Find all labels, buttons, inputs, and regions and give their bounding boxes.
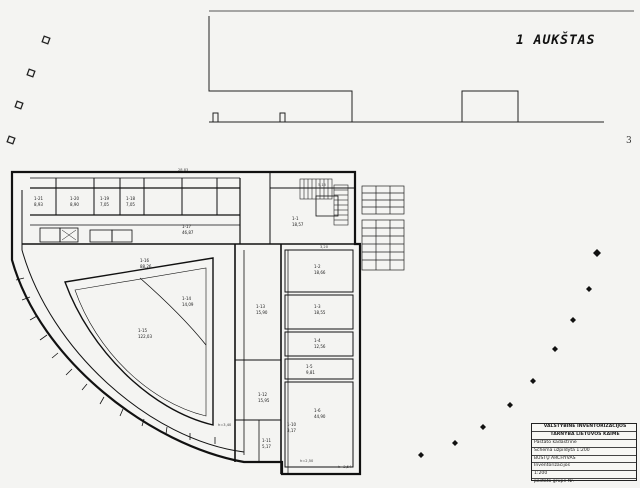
stamp-line-8: pastato grupė Nr.: [534, 479, 575, 485]
svg-text:1-5: 1-5: [306, 364, 313, 369]
stamp-line-1: VALSTYBINĖ INVENTORIZACIJOS: [532, 424, 636, 432]
svg-text:1-15: 1-15: [138, 328, 148, 333]
stamp-line-7: 1:200: [532, 471, 636, 480]
svg-text:1-18: 1-18: [126, 196, 136, 201]
dim-bottom-mark: h=3,54: [338, 465, 352, 469]
room-1-20: 1-208,90: [70, 196, 80, 207]
svg-text:1-12: 1-12: [258, 392, 268, 397]
room-1-6: 1-644,90: [314, 408, 326, 419]
stamp-line-2: TARNYBA LIETUVOS KAIME: [532, 432, 636, 440]
stamp-line-6: Inventorizacijos: [532, 463, 636, 472]
svg-text:1-2: 1-2: [314, 264, 321, 269]
room-1-5: 1-59,81: [306, 364, 315, 375]
room-1-18: 1-187,05: [126, 196, 136, 207]
arc-markers-right: [418, 249, 601, 458]
arc-markers-left: [6, 35, 51, 145]
staircase: [299, 178, 349, 226]
svg-text:1-14: 1-14: [182, 296, 192, 301]
room-1-2: 1-218,66: [314, 264, 326, 275]
svg-text:8,90: 8,90: [70, 202, 79, 207]
entrance-grid: [361, 185, 405, 271]
svg-text:3,17: 3,17: [287, 428, 296, 433]
svg-text:12,56: 12,56: [314, 344, 326, 349]
svg-text:1-17: 1-17: [182, 224, 192, 229]
dim-top-right: 5,15: [318, 183, 326, 187]
svg-text:46,87: 46,87: [182, 230, 194, 235]
svg-text:5,17: 5,17: [262, 444, 271, 449]
svg-text:1-16: 1-16: [140, 258, 150, 263]
svg-text:7,05: 7,05: [126, 202, 135, 207]
svg-text:9,81: 9,81: [306, 370, 315, 375]
svg-text:1-4: 1-4: [314, 338, 321, 343]
svg-text:14,09: 14,09: [182, 302, 194, 307]
stamp-line-3: Pastato kadastrinė: [532, 440, 636, 448]
dim-bottom-right: h=2,50: [300, 459, 314, 463]
room-1-10: 1-103,17: [287, 422, 297, 433]
svg-text:1-1: 1-1: [292, 216, 299, 221]
room-labels: 1-218,93 1-208,90 1-197,05 1-187,05 1-17…: [34, 196, 326, 449]
svg-text:1-13: 1-13: [256, 304, 266, 309]
svg-text:88,26: 88,26: [140, 264, 152, 269]
svg-text:1-6: 1-6: [314, 408, 321, 413]
svg-text:1-10: 1-10: [287, 422, 297, 427]
svg-text:1-19: 1-19: [100, 196, 110, 201]
dim-left-mark: h=3,40: [218, 423, 232, 427]
room-1-21: 1-218,93: [34, 196, 44, 207]
svg-text:8,93: 8,93: [34, 202, 43, 207]
room-1-19: 1-197,05: [100, 196, 110, 207]
svg-text:1-20: 1-20: [70, 196, 80, 201]
svg-text:122,03: 122,03: [138, 334, 152, 339]
dim-top-length: 28,83: [178, 168, 188, 172]
svg-text:15,95: 15,95: [258, 398, 270, 403]
arc-wall-segments: [15, 277, 216, 444]
svg-text:18,66: 18,66: [314, 270, 326, 275]
room-1-4: 1-412,56: [314, 338, 326, 349]
dim-corridor-width: 3,20: [320, 245, 329, 249]
floor-title: 1 AUKŠTAS: [516, 33, 596, 48]
courtyard: [64, 257, 214, 426]
room-1-1: 1-118,57: [292, 216, 304, 227]
page-number: 3: [626, 136, 632, 146]
svg-text:1-11: 1-11: [262, 438, 272, 443]
dimension-labels: 28,83 3,20 5,15 h=3,40 h=3,54 h=2,50: [178, 168, 352, 469]
building-walls: [10, 170, 362, 476]
room-1-3: 1-318,55: [314, 304, 326, 315]
room-1-11: 1-115,17: [262, 438, 272, 449]
building-elevation: [208, 10, 634, 123]
svg-text:1-21: 1-21: [34, 196, 44, 201]
stamp-line-4: Schema užpildyta 1:200: [532, 448, 636, 456]
title-block-stamp: VALSTYBINĖ INVENTORIZACIJOS TARNYBA LIET…: [531, 423, 637, 484]
stamp-line-5: BŪSTŲ ARCHYVAS: [532, 456, 636, 464]
svg-text:18,57: 18,57: [292, 222, 304, 227]
svg-text:44,90: 44,90: [314, 414, 326, 419]
svg-text:7,05: 7,05: [100, 202, 109, 207]
svg-text:1-3: 1-3: [314, 304, 321, 309]
svg-text:15,90: 15,90: [256, 310, 268, 315]
svg-text:18,55: 18,55: [314, 310, 326, 315]
